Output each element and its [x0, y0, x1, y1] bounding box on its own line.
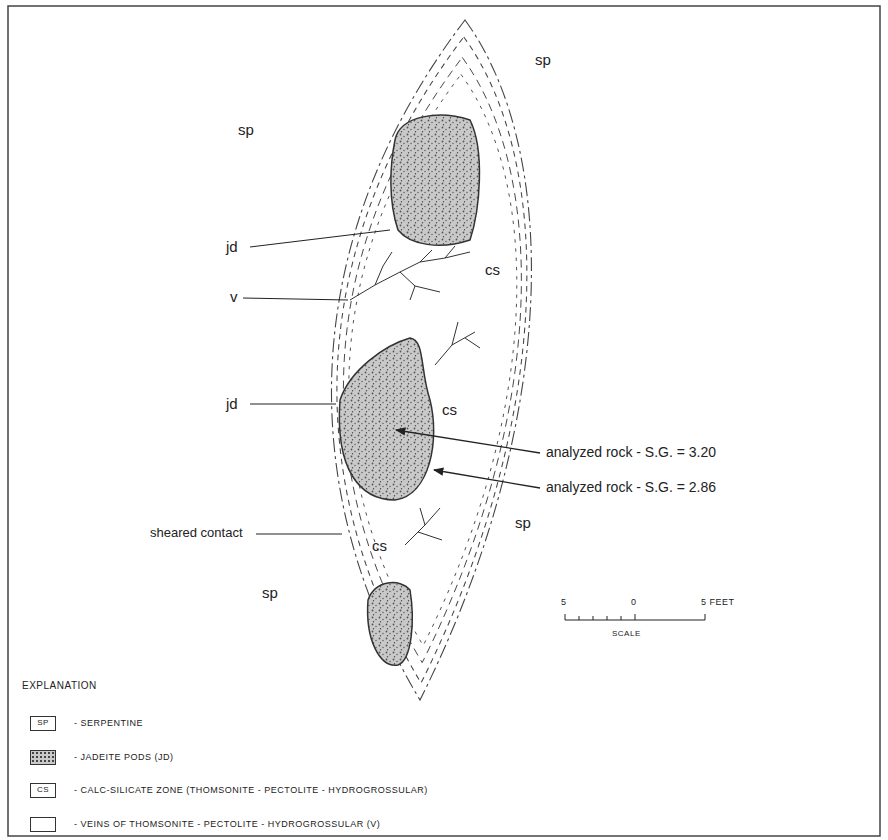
scale-number: 5 FEET [701, 598, 735, 608]
contact-label: sheared contact [150, 526, 243, 540]
map-unit-label: cs [372, 538, 387, 555]
scale-number: 5 [561, 598, 567, 608]
jadeite-pod [339, 115, 479, 665]
map-unit-label: sp [535, 52, 551, 69]
sample-label: analyzed rock - S.G. = 3.20 [546, 445, 716, 460]
map-unit-label: cs [485, 262, 500, 279]
legend-text: - JADEITE PODS (JD) [74, 752, 174, 762]
legend-text: - CALC-SILICATE ZONE (THOMSONITE - PECTO… [74, 785, 428, 795]
scale-number: 0 [631, 598, 637, 608]
legend-heading: EXPLANATION [22, 680, 97, 691]
legend-swatch [30, 750, 56, 765]
arrow [396, 430, 540, 488]
map-unit-label: sp [515, 515, 531, 532]
vein [350, 246, 480, 545]
map-unit-label: jd [226, 239, 238, 256]
leader-line [243, 230, 390, 534]
map-unit-label: cs [442, 402, 457, 419]
scale-bar [565, 614, 705, 620]
map-unit-label: jd [226, 396, 238, 413]
legend-text: - SERPENTINE [74, 718, 143, 728]
swatch-label: SP [37, 719, 49, 728]
map-unit-label: sp [262, 585, 278, 602]
sample-label: analyzed rock - S.G. = 2.86 [546, 480, 716, 495]
map-unit-label: v [230, 289, 238, 306]
map-unit-label: sp [238, 122, 254, 139]
legend-swatch [30, 817, 56, 832]
swatch-label: CS [37, 786, 49, 795]
legend-text: - VEINS OF THOMSONITE - PECTOLITE - HYDR… [74, 819, 380, 829]
frame [8, 6, 880, 836]
scale-title: SCALE [612, 630, 641, 639]
sheared-contact-zone [331, 20, 531, 700]
